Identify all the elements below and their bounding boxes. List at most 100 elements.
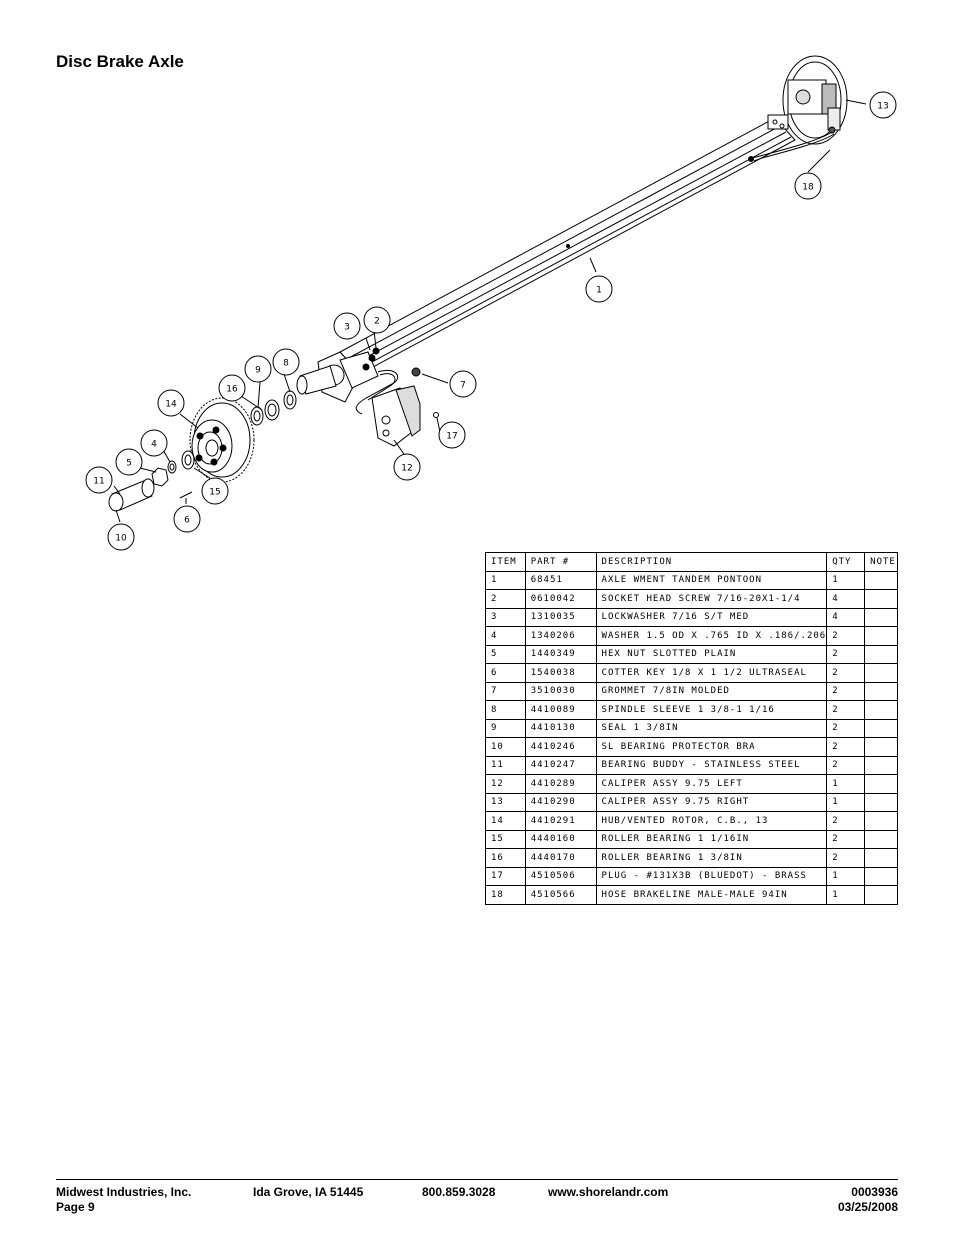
cell-item: 15 — [485, 829, 526, 849]
callout-15: 15 — [201, 477, 229, 505]
cell-part-number: 4440170 — [524, 848, 597, 868]
callout-label: 3 — [344, 323, 350, 333]
callout-label: 11 — [93, 477, 104, 487]
callout-14: 14 — [157, 389, 185, 417]
cell-note — [864, 774, 898, 794]
cell-note — [864, 681, 898, 701]
cell-description: HOSE BRAKELINE MALE-MALE 94IN — [595, 885, 828, 905]
cell-qty: 1 — [826, 866, 866, 886]
callout-label: 14 — [165, 400, 177, 410]
footer-location: Ida Grove, IA 51445 — [253, 1185, 364, 1199]
callout-label: 6 — [184, 516, 190, 526]
cell-part-number: 3510030 — [524, 681, 597, 701]
cell-item: 11 — [485, 755, 526, 775]
callout-label: 18 — [802, 183, 814, 193]
left-spindle-caliper — [296, 347, 439, 447]
cell-qty: 1 — [826, 792, 866, 812]
cell-description: SL BEARING PROTECTOR BRA — [595, 737, 828, 757]
cell-description: BEARING BUDDY - STAINLESS STEEL — [595, 755, 828, 775]
cell-qty: 2 — [826, 811, 866, 831]
cell-note — [864, 589, 898, 609]
cell-description: HEX NUT SLOTTED PLAIN — [595, 644, 828, 664]
cell-note — [864, 700, 898, 720]
table-header-row: ITEM PART # DESCRIPTION QTY NOTE — [485, 552, 898, 572]
cell-description: COTTER KEY 1/8 X 1 1/2 ULTRASEAL — [595, 663, 828, 683]
cell-item: 6 — [485, 663, 526, 683]
cell-qty: 2 — [826, 829, 866, 849]
cell-qty: 2 — [826, 644, 866, 664]
col-part-header: PART # — [524, 552, 597, 572]
cell-note — [864, 663, 898, 683]
cell-note — [864, 829, 898, 849]
callout-16: 16 — [218, 374, 246, 402]
callout-label: 5 — [126, 459, 132, 469]
cell-note — [864, 718, 898, 738]
callout-label: 15 — [209, 488, 220, 498]
cell-note — [864, 885, 898, 905]
cell-part-number: 4510506 — [524, 866, 597, 886]
cell-description: SPINDLE SLEEVE 1 3/8-1 1/16 — [595, 700, 828, 720]
callout-12: 12 — [393, 453, 421, 481]
callout-label: 16 — [226, 385, 238, 395]
cell-qty: 2 — [826, 718, 866, 738]
callout-10: 10 — [107, 523, 135, 551]
cell-note — [864, 737, 898, 757]
cell-part-number: 4410089 — [524, 700, 597, 720]
footer-website: www.shorelandr.com — [548, 1185, 669, 1199]
cell-description: WASHER 1.5 OD X .765 ID X .186/.206 — [595, 626, 828, 646]
footer-company: Midwest Industries, Inc. — [56, 1185, 192, 1199]
cell-item: 13 — [485, 792, 526, 812]
cell-description: GROMMET 7/8IN MOLDED — [595, 681, 828, 701]
callout-6: 6 — [173, 505, 201, 533]
col-description-header: DESCRIPTION — [595, 552, 828, 572]
cell-part-number: 4410290 — [524, 792, 597, 812]
callout-8: 8 — [272, 348, 300, 376]
callout-label: 8 — [283, 359, 289, 369]
cell-qty: 2 — [826, 737, 866, 757]
cell-description: CALIPER ASSY 9.75 RIGHT — [595, 792, 828, 812]
callout-5: 5 — [115, 448, 143, 476]
cell-note — [864, 626, 898, 646]
callout-label: 10 — [115, 534, 127, 544]
cell-part-number: 4440160 — [524, 829, 597, 849]
cell-item: 7 — [485, 681, 526, 701]
callout-label: 1 — [596, 286, 602, 296]
cell-item: 1 — [485, 570, 526, 590]
cell-description: LOCKWASHER 7/16 S/T MED — [595, 607, 828, 627]
cell-description: ROLLER BEARING 1 3/8IN — [595, 848, 828, 868]
cell-description: AXLE WMENT TANDEM PONTOON — [595, 570, 828, 590]
cell-part-number: 4410289 — [524, 774, 597, 794]
right-rotor-caliper — [748, 55, 848, 162]
cell-qty: 2 — [826, 755, 866, 775]
callout-4: 4 — [140, 429, 168, 457]
callout-2: 2 — [363, 306, 391, 334]
callout-11: 11 — [85, 466, 113, 494]
cell-part-number: 1340206 — [524, 626, 597, 646]
callout-18: 18 — [794, 172, 822, 200]
cell-part-number: 0610042 — [524, 589, 597, 609]
cell-item: 8 — [485, 700, 526, 720]
cell-part-number: 4510566 — [524, 885, 597, 905]
cell-part-number: 4410247 — [524, 755, 597, 775]
bearing-buddy — [108, 478, 155, 512]
callout-label: 17 — [446, 432, 457, 442]
cell-part-number: 1310035 — [524, 607, 597, 627]
cell-part-number: 68451 — [524, 570, 597, 590]
cell-item: 14 — [485, 811, 526, 831]
cell-qty: 1 — [826, 885, 866, 905]
axle-tube — [339, 117, 796, 375]
cell-item: 9 — [485, 718, 526, 738]
cell-qty: 2 — [826, 681, 866, 701]
cell-description: HUB/VENTED ROTOR, C.B., 13 — [595, 811, 828, 831]
cell-item: 18 — [485, 885, 526, 905]
